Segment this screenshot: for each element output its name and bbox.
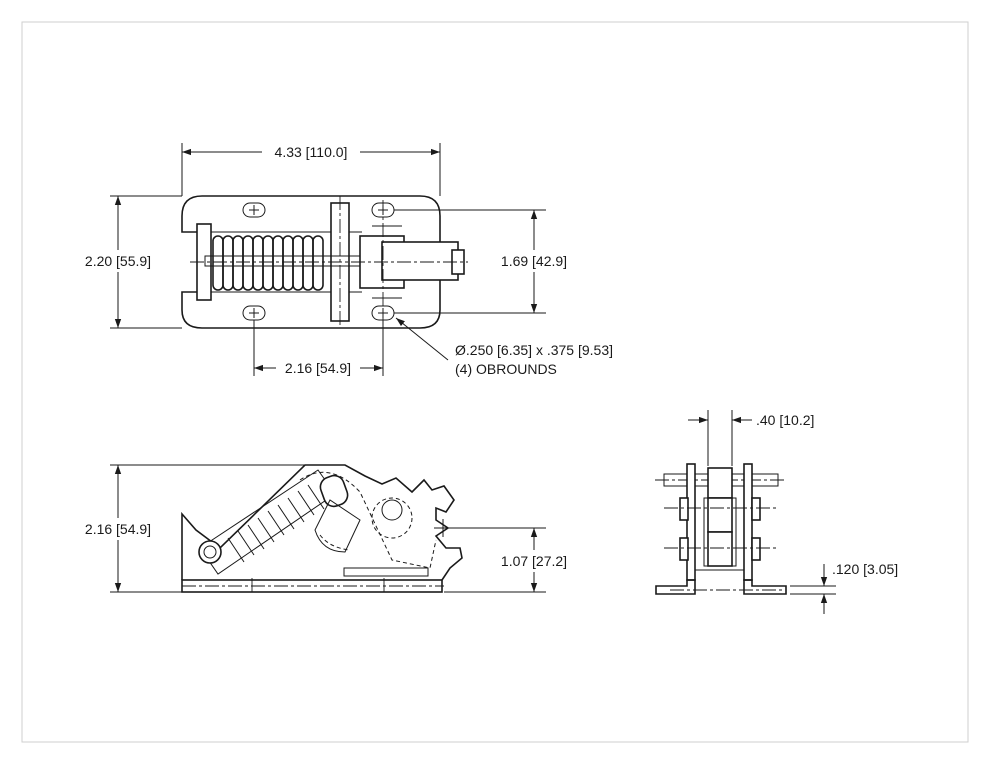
dim-hole-spacing-length: 2.16 [54.9] [285, 360, 351, 376]
end-view-dimensions: .40 [10.2] .120 [3.05] [688, 412, 898, 614]
dim-end-width: .40 [10.2] [756, 412, 814, 428]
base-plate-outline [181, 195, 441, 329]
latch-body-outline [181, 464, 463, 581]
dim-overall-length: 4.33 [110.0] [275, 144, 348, 160]
dim-obround-size: Ø.250 [6.35] x .375 [9.53] [455, 342, 613, 358]
top-view [181, 195, 468, 330]
dim-obround-count: (4) OBROUNDS [455, 361, 557, 377]
dim-overall-width: 2.20 [55.9] [85, 253, 151, 269]
spring-coils [212, 235, 324, 291]
side-spring [199, 469, 336, 575]
dim-pivot-height: 1.07 [27.2] [501, 553, 567, 569]
side-view-dimensions: 2.16 [54.9] 1.07 [27.2] [85, 464, 567, 593]
end-view [655, 410, 787, 595]
dim-plate-thickness: .120 [3.05] [832, 561, 898, 577]
dim-hole-spacing-width: 1.69 [42.9] [501, 253, 567, 269]
dim-side-height: 2.16 [54.9] [85, 521, 151, 537]
sheet-border [21, 21, 969, 743]
top-view-dimensions: 4.33 [110.0] 2.20 [55.9] 1.69 [42.9] 2.1… [85, 143, 613, 377]
side-view [181, 464, 463, 594]
